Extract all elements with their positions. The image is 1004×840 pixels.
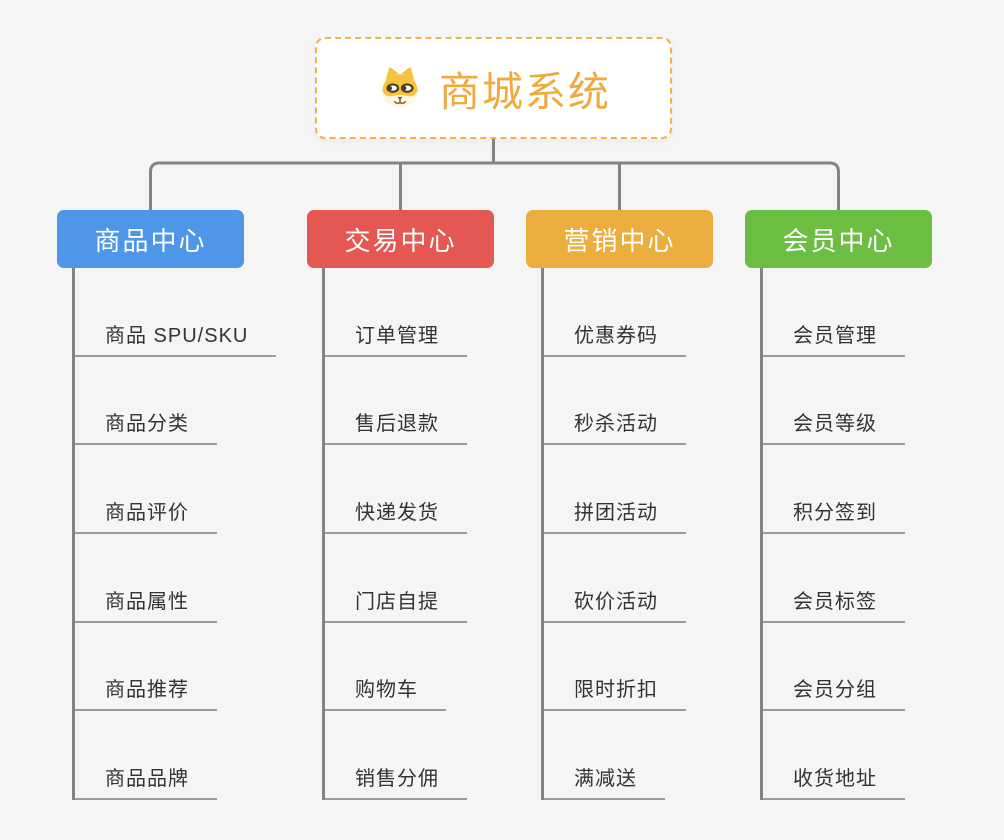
subtopic-node[interactable]: 收货地址: [763, 711, 905, 801]
subtopic-label: 秒杀活动: [574, 413, 658, 436]
subtopic-node[interactable]: 商品 SPU/SKU: [75, 268, 277, 357]
subtopic-label: 门店自提: [355, 590, 439, 613]
bus-line: [149, 161, 840, 210]
branch-node-marketing[interactable]: 营销中心: [526, 210, 713, 268]
subtopic-label: 商品品牌: [105, 768, 189, 791]
subtopic-node[interactable]: 会员标签: [763, 534, 905, 623]
dog-face-icon: [382, 67, 418, 108]
root-node[interactable]: 商城系统: [315, 37, 672, 139]
branch-node-trade[interactable]: 交易中心: [307, 210, 494, 268]
branch-label: 交易中心: [344, 225, 457, 256]
subtopic-node[interactable]: 会员分组: [763, 623, 905, 712]
subtopic-node[interactable]: 门店自提: [325, 534, 467, 623]
subtopic-label: 限时折扣: [574, 679, 658, 702]
subtopic-label: 会员管理: [793, 324, 877, 347]
subtopic-node[interactable]: 满减送: [544, 711, 665, 801]
subtopic-label: 砍价活动: [574, 590, 658, 613]
subtopic-node[interactable]: 销售分佣: [325, 711, 467, 801]
subtopic-label: 商品属性: [105, 590, 189, 613]
branch-column-trade: 交易中心 订单管理 售后退款 快递发货 门店自提 购物车 销售分佣: [307, 210, 494, 801]
subtopic-node[interactable]: 快递发货: [325, 445, 467, 535]
subtopic-node[interactable]: 拼团活动: [544, 445, 686, 535]
subtopic-node[interactable]: 商品评价: [75, 445, 217, 535]
subtopic-label: 售后退款: [355, 413, 439, 436]
branch-node-product[interactable]: 商品中心: [57, 210, 244, 268]
subtopic-label: 会员分组: [793, 679, 877, 702]
subtopic-label: 商品分类: [105, 413, 189, 436]
root-title: 商城系统: [439, 69, 611, 115]
branch-node-member[interactable]: 会员中心: [745, 210, 932, 268]
subtopic-node[interactable]: 商品品牌: [75, 711, 217, 801]
subtopic-node[interactable]: 秒杀活动: [544, 357, 686, 446]
subtopic-label: 收货地址: [793, 768, 877, 791]
subtopic-label: 商品 SPU/SKU: [105, 324, 249, 347]
subtopic-label: 快递发货: [355, 502, 439, 525]
subtopic-label: 商品推荐: [105, 679, 189, 702]
branch-items: 优惠券码 秒杀活动 拼团活动 砍价活动 限时折扣 满减送: [541, 268, 713, 801]
subtopic-label: 优惠券码: [574, 324, 658, 347]
branch-column-product: 商品中心 商品 SPU/SKU 商品分类 商品评价 商品属性 商品推荐 商品品牌: [57, 210, 277, 801]
subtopic-label: 满减送: [574, 768, 637, 791]
subtopic-node[interactable]: 会员等级: [763, 357, 905, 446]
branch-items: 会员管理 会员等级 积分签到 会员标签 会员分组 收货地址: [760, 268, 932, 801]
subtopic-label: 购物车: [355, 679, 418, 702]
subtopic-node[interactable]: 商品分类: [75, 357, 217, 446]
subtopic-label: 订单管理: [355, 324, 439, 347]
subtopic-label: 销售分佣: [355, 768, 439, 791]
subtopic-node[interactable]: 商品属性: [75, 534, 217, 623]
branch-label: 商品中心: [94, 225, 207, 256]
subtopic-node[interactable]: 订单管理: [325, 268, 467, 357]
subtopic-label: 会员标签: [793, 590, 877, 613]
subtopic-node[interactable]: 商品推荐: [75, 623, 217, 712]
subtopic-node[interactable]: 会员管理: [763, 268, 905, 357]
subtopic-label: 拼团活动: [574, 502, 658, 525]
subtopic-label: 会员等级: [793, 413, 877, 436]
branch-label: 会员中心: [782, 225, 895, 256]
subtopic-node[interactable]: 限时折扣: [544, 623, 686, 712]
subtopic-node[interactable]: 优惠券码: [544, 268, 686, 357]
subtopic-node[interactable]: 砍价活动: [544, 534, 686, 623]
branch-column-marketing: 营销中心 优惠券码 秒杀活动 拼团活动 砍价活动 限时折扣 满减送: [526, 210, 713, 801]
branch-items: 商品 SPU/SKU 商品分类 商品评价 商品属性 商品推荐 商品品牌: [72, 268, 277, 801]
subtopic-node[interactable]: 积分签到: [763, 445, 905, 535]
subtopic-node[interactable]: 购物车: [325, 623, 446, 712]
branch-column-member: 会员中心 会员管理 会员等级 积分签到 会员标签 会员分组 收货地址: [745, 210, 932, 801]
subtopic-label: 积分签到: [793, 502, 877, 525]
subtopic-label: 商品评价: [105, 502, 189, 525]
branch-label: 营销中心: [563, 225, 676, 256]
subtopic-node[interactable]: 售后退款: [325, 357, 467, 446]
branch-items: 订单管理 售后退款 快递发货 门店自提 购物车 销售分佣: [322, 268, 494, 801]
